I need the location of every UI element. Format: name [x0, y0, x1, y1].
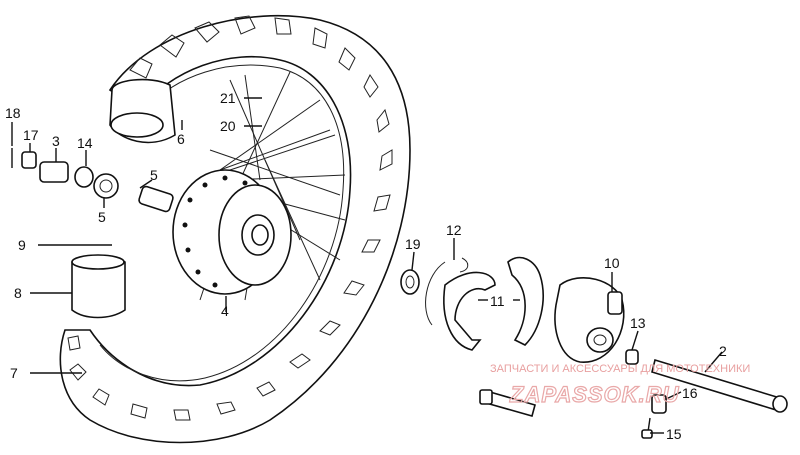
callout-2: 2: [719, 343, 727, 359]
watermark-logo-text: ZAPASSOK.RU: [509, 382, 680, 407]
rim-band: [71, 254, 126, 319]
callout-11: 11: [490, 293, 505, 309]
tire: [59, 14, 411, 444]
callout-labels: 18 17 3 14 5 5 6 21 20 9 8 7 4 19 12 11 …: [5, 90, 727, 442]
callout-5a: 5: [98, 209, 106, 225]
callout-3: 3: [52, 133, 60, 149]
callout-18: 18: [5, 105, 21, 121]
callout-17: 17: [23, 127, 39, 143]
leader-lines: [11, 97, 723, 434]
callout-5b: 5: [150, 167, 158, 183]
callout-4: 4: [221, 303, 229, 319]
callout-16: 16: [682, 385, 698, 401]
watermark: ЗАПЧАСТИ И АКСЕССУАРЫ ДЛЯ МОТОТЕХНИКИ ZA…: [490, 363, 750, 408]
inner-tube: [109, 78, 176, 144]
callout-6: 6: [177, 131, 185, 147]
callout-10: 10: [604, 255, 620, 271]
callout-8: 8: [14, 285, 22, 301]
callout-20: 20: [220, 118, 236, 134]
callout-14: 14: [77, 135, 93, 151]
left-axle-parts: [11, 148, 174, 213]
brake-assembly: [400, 256, 788, 439]
callout-13: 13: [630, 315, 646, 331]
callout-9: 9: [18, 237, 26, 253]
hub: [172, 169, 292, 295]
callout-19: 19: [405, 236, 421, 252]
callout-12: 12: [446, 222, 462, 238]
callout-15: 15: [666, 426, 682, 442]
callout-21: 21: [220, 90, 236, 106]
watermark-tagline: ЗАПЧАСТИ И АКСЕССУАРЫ ДЛЯ МОТОТЕХНИКИ: [490, 363, 750, 375]
callout-7: 7: [10, 365, 18, 381]
